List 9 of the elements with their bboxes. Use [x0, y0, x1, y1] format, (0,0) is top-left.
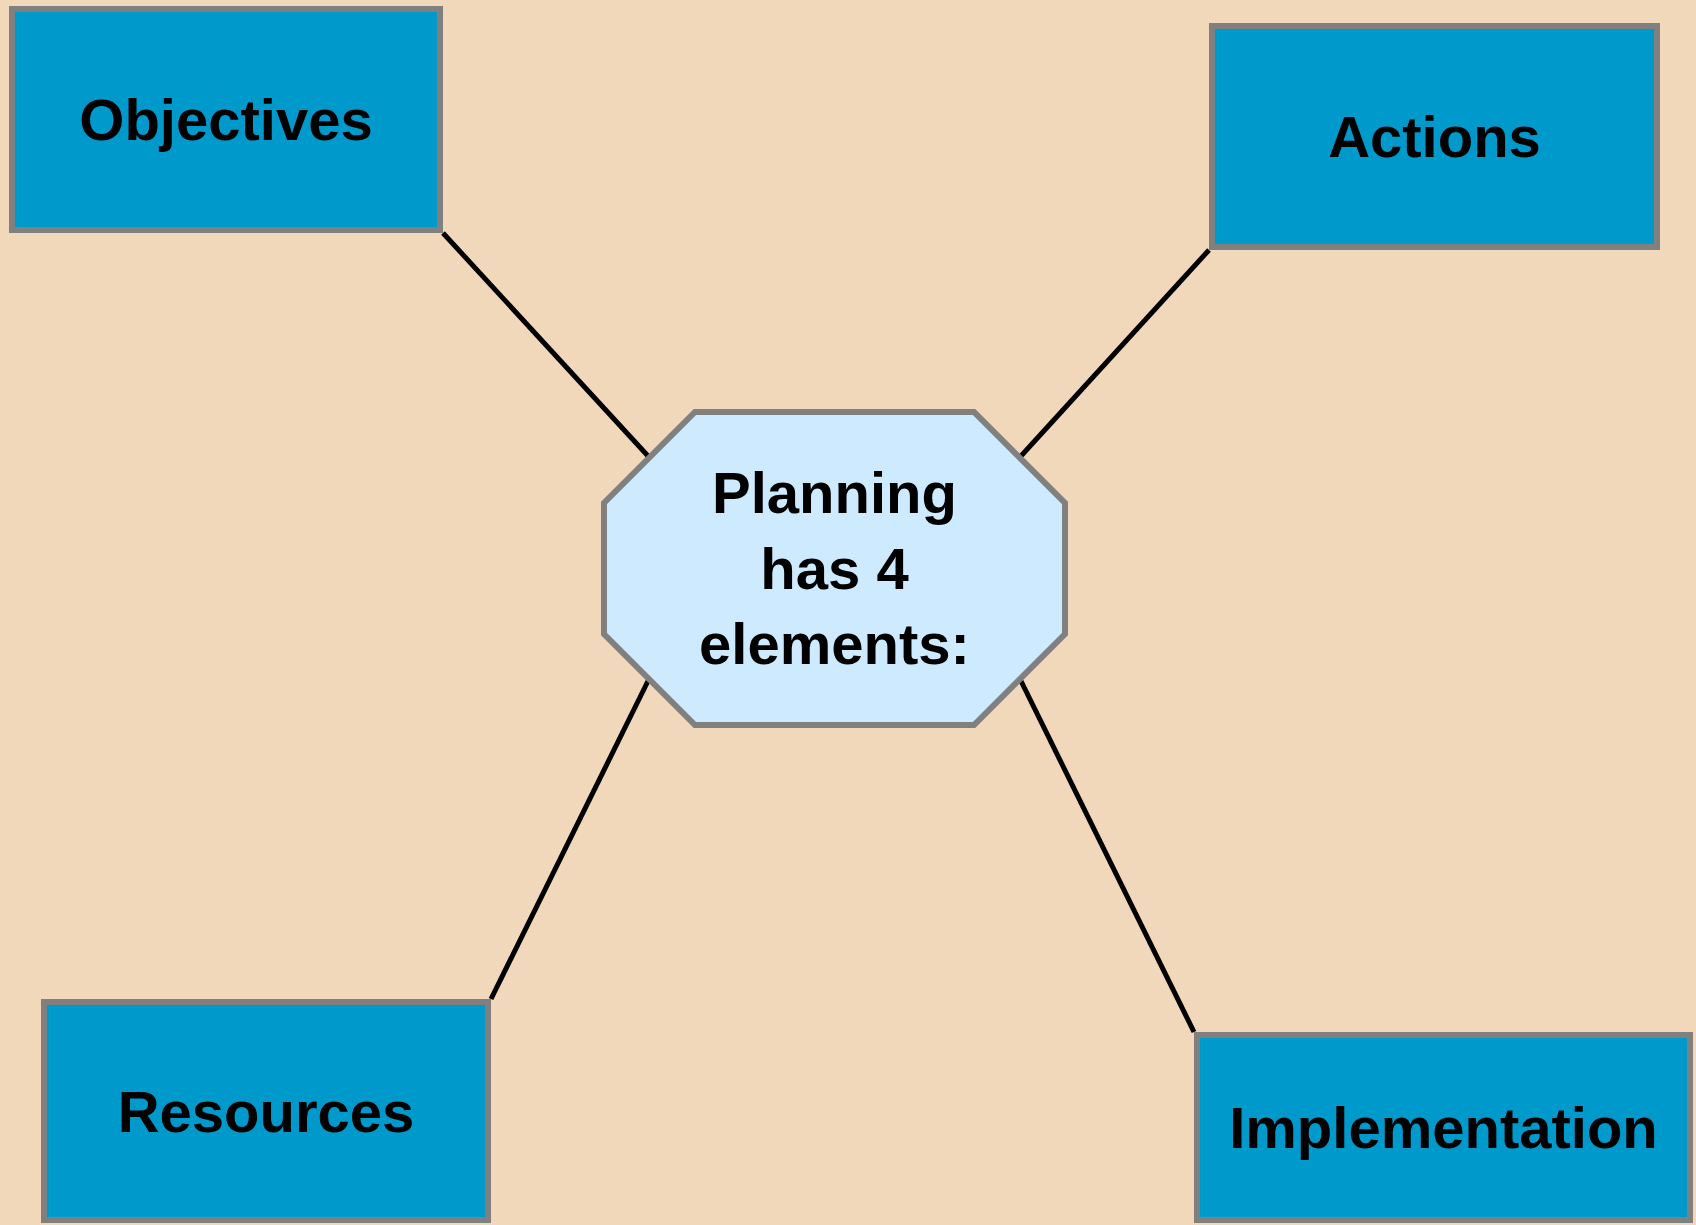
element-box: Objectives	[9, 6, 443, 233]
connector-line	[488, 679, 651, 1001]
element-box: Implementation	[1194, 1032, 1693, 1223]
connector-line	[441, 231, 650, 458]
center-label: Planning has 4 elements:	[698, 459, 971, 679]
connector-line	[1019, 248, 1211, 458]
connector-line	[1018, 679, 1197, 1034]
element-box: Actions	[1209, 23, 1660, 250]
element-box: Resources	[41, 999, 491, 1223]
